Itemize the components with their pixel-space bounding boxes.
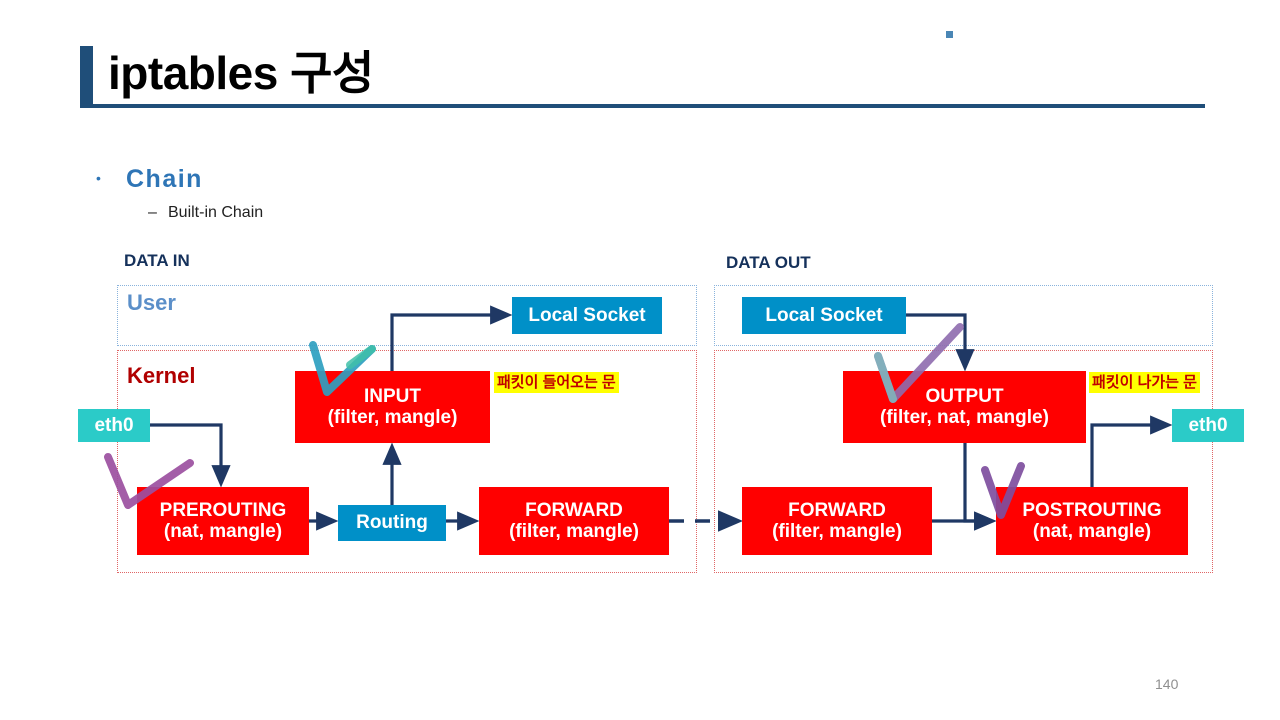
local-socket-label: Local Socket (765, 304, 883, 326)
user-space-label: User (127, 290, 176, 315)
outline-heading-chain: Chain (126, 165, 203, 193)
chain-name: OUTPUT (925, 385, 1004, 407)
chain-name: INPUT (364, 385, 421, 407)
interface-box-eth0-out: eth0 (1172, 409, 1244, 442)
chain-box-postrouting: POSTROUTING (nat, mangle) (996, 487, 1188, 555)
data-in-caption: DATA IN (124, 251, 190, 270)
kernel-space-label: Kernel (127, 363, 196, 388)
chain-box-input: INPUT (filter, mangle) (295, 371, 490, 443)
routing-label: Routing (356, 512, 428, 534)
page-number: 140 (1155, 676, 1179, 692)
chain-tables: (filter, mangle) (509, 521, 639, 542)
note-packet-out: 패킷이 나가는 문 (1089, 372, 1200, 393)
chain-tables: (filter, nat, mangle) (880, 407, 1049, 428)
chain-tables: (filter, mangle) (327, 407, 458, 428)
chain-box-forward-in: FORWARD (filter, mangle) (479, 487, 669, 555)
title-underline-rule (80, 104, 1205, 108)
interface-box-eth0-in: eth0 (78, 409, 150, 442)
page-title: iptables 구성 (108, 47, 374, 99)
data-out-caption: DATA OUT (726, 253, 811, 272)
chain-box-output: OUTPUT (filter, nat, mangle) (843, 371, 1086, 443)
interface-label: eth0 (94, 414, 134, 436)
note-packet-in: 패킷이 들어오는 문 (494, 372, 619, 393)
interface-label: eth0 (1188, 414, 1228, 436)
local-socket-box-in: Local Socket (512, 297, 662, 334)
chain-name: FORWARD (525, 499, 623, 521)
routing-decision-box: Routing (338, 505, 446, 541)
chain-tables: (nat, mangle) (1032, 521, 1152, 542)
chain-box-prerouting: PREROUTING (nat, mangle) (137, 487, 309, 555)
chain-tables: (nat, mangle) (163, 521, 283, 542)
chain-box-forward-out: FORWARD (filter, mangle) (742, 487, 932, 555)
chain-tables: (filter, mangle) (772, 521, 902, 542)
chain-name: FORWARD (788, 499, 886, 521)
chain-name: PREROUTING (159, 499, 287, 521)
title-accent-bar (80, 46, 93, 106)
decorative-dot-icon (946, 31, 953, 38)
bullet-marker-icon: • (96, 170, 101, 186)
sub-bullet-marker-icon: – (148, 204, 157, 221)
outline-subitem-builtin-chain: Built-in Chain (168, 204, 264, 221)
chain-name: POSTROUTING (1022, 499, 1162, 521)
local-socket-label: Local Socket (528, 304, 646, 326)
local-socket-box-out: Local Socket (742, 297, 906, 334)
